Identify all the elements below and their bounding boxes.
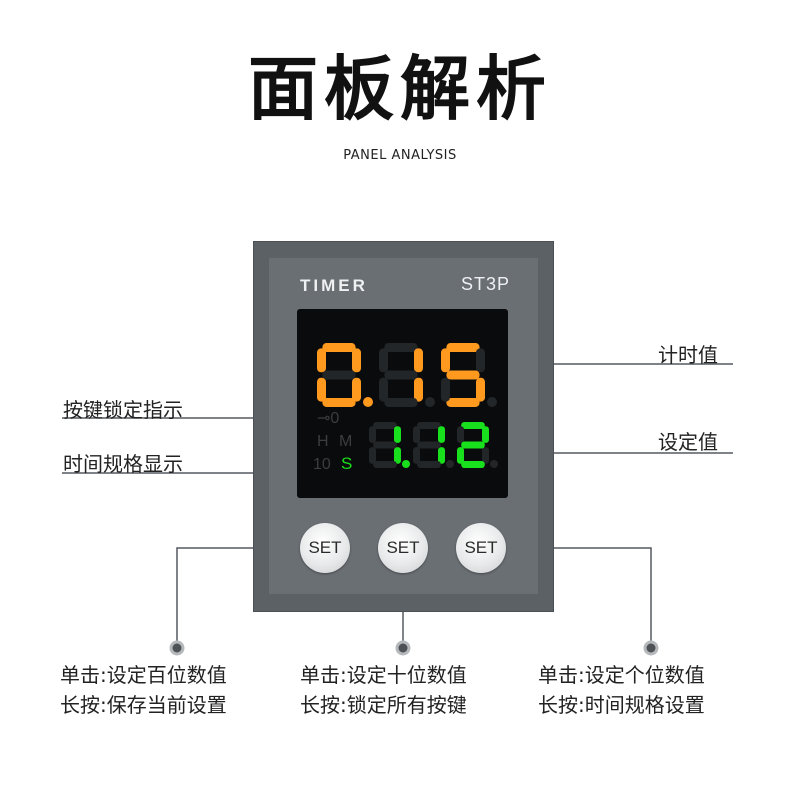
label-set-value: 设定值 (658, 430, 718, 454)
lower-digits-digit-1-segment-g (373, 441, 397, 449)
lower-digits-digit-1-segment-c (394, 447, 401, 464)
lower-digits-digit-1-segment-a (373, 422, 397, 429)
button-2-description: 单击:设定十位数值 长按:锁定所有按键 (300, 660, 467, 720)
upper-digits-digit-1-segment-f (317, 348, 326, 373)
upper-digits-digit-2-segment-b (414, 348, 423, 373)
upper-digits-decimal-point-2 (425, 397, 435, 407)
upper-digits-digit-1-segment-c (352, 377, 361, 402)
button-2-click-text: 单击:设定十位数值 (300, 663, 467, 687)
unit-h-indicator: H (317, 433, 329, 450)
label-timer-value: 计时值 (658, 343, 718, 367)
lower-digits-digit-3-segment-c (482, 447, 489, 464)
lower-digits-digit-1-segment-f (369, 426, 376, 443)
upper-digits-digit-1-segment-e (317, 377, 326, 402)
upper-display-timer-value (317, 343, 497, 407)
upper-digits-digit-2-segment-f (379, 348, 388, 373)
lower-display-set-value (369, 422, 498, 468)
upper-digits-digit-1-segment-b (352, 348, 361, 373)
device-brand: TIMER (300, 276, 368, 295)
label-key-lock-indicator: 按键锁定指示 (63, 398, 183, 422)
set-button-tens[interactable]: SET (378, 523, 428, 573)
leader-dot-button-3 (643, 640, 659, 656)
leader-dot-button-2 (395, 640, 411, 656)
lower-digits-digit-1-segment-d (373, 461, 397, 468)
upper-digits-decimal-point-3 (487, 397, 497, 407)
lower-digits-decimal-point-2 (446, 460, 454, 468)
upper-digits-digit-1-segment-d (322, 398, 356, 407)
upper-digits-digit-2-segment-g (384, 370, 418, 380)
led-display: ⊸0 H M 10 S (297, 309, 508, 498)
page-subtitle: PANEL ANALYSIS (343, 148, 457, 163)
button-3-click-text: 单击:设定个位数值 (538, 663, 705, 687)
lower-digits-decimal-point-1 (402, 460, 410, 468)
page-title: 面板解析 (248, 48, 552, 130)
leader-dot-button-1 (169, 640, 185, 656)
unit-s-indicator: S (341, 454, 352, 473)
lower-digits-digit-2-segment-d (417, 461, 441, 468)
button-1-click-text: 单击:设定百位数值 (60, 663, 227, 687)
set-button-ones[interactable]: SET (456, 523, 506, 573)
upper-digits-decimal-point-1 (363, 397, 373, 407)
button-1-hold-text: 长按:保存当前设置 (60, 693, 227, 717)
button-2-hold-text: 长按:锁定所有按键 (300, 693, 467, 717)
upper-digits-digit-3-segment-f (441, 348, 450, 373)
button-1-description: 单击:设定百位数值 长按:保存当前设置 (60, 660, 227, 720)
lower-digits-digit-3-segment-d (461, 461, 485, 468)
button-3-hold-text: 长按:时间规格设置 (538, 693, 705, 717)
lower-digits-digit-2-segment-g (417, 441, 441, 449)
lock-indicator: ⊸0 (317, 410, 339, 427)
unit-m-indicator: M (339, 433, 352, 450)
upper-digits-digit-3-segment-g (446, 370, 480, 380)
unit-10-indicator: 10 (313, 456, 331, 473)
set-button-hundreds[interactable]: SET (300, 523, 350, 573)
upper-digits-digit-3-segment-b (476, 348, 485, 373)
lower-digits-digit-2-segment-c (438, 447, 445, 464)
upper-digits-digit-1-segment-g (322, 370, 356, 380)
upper-digits-digit-3-segment-c (476, 377, 485, 402)
upper-digits-digit-2-segment-c (414, 377, 423, 402)
lower-digits-digit-3-segment-a (461, 422, 485, 429)
lower-digits-digit-3-segment-f (457, 426, 464, 443)
upper-digits-digit-3-segment-e (441, 377, 450, 402)
upper-digits-digit-1-segment-a (322, 343, 356, 352)
upper-digits-digit-2-segment-a (384, 343, 418, 352)
lower-digits-decimal-point-3 (490, 460, 498, 468)
upper-digits-digit-2-segment-e (379, 377, 388, 402)
device-model: ST3P (461, 274, 511, 294)
lower-digits-digit-2-segment-a (417, 422, 441, 429)
upper-digits-digit-3-segment-a (446, 343, 480, 352)
upper-digits-digit-2-segment-d (384, 398, 418, 407)
button-3-description: 单击:设定个位数值 长按:时间规格设置 (538, 660, 705, 720)
lower-digits-digit-3-segment-b (482, 426, 489, 443)
lower-digits-digit-3-segment-g (461, 441, 485, 449)
lower-digits-digit-2-segment-e (413, 447, 420, 464)
lower-digits-digit-2-segment-f (413, 426, 420, 443)
lower-digits-digit-3-segment-e (457, 447, 464, 464)
lower-digits-digit-2-segment-b (438, 426, 445, 443)
lower-digits-digit-1-segment-e (369, 447, 376, 464)
upper-digits-digit-3-segment-d (446, 398, 480, 407)
leader-line-button-3 (508, 547, 652, 648)
lower-digits-digit-1-segment-b (394, 426, 401, 443)
label-time-unit-display: 时间规格显示 (63, 452, 183, 476)
led-display-canvas: ⊸0 H M 10 S (313, 343, 498, 473)
